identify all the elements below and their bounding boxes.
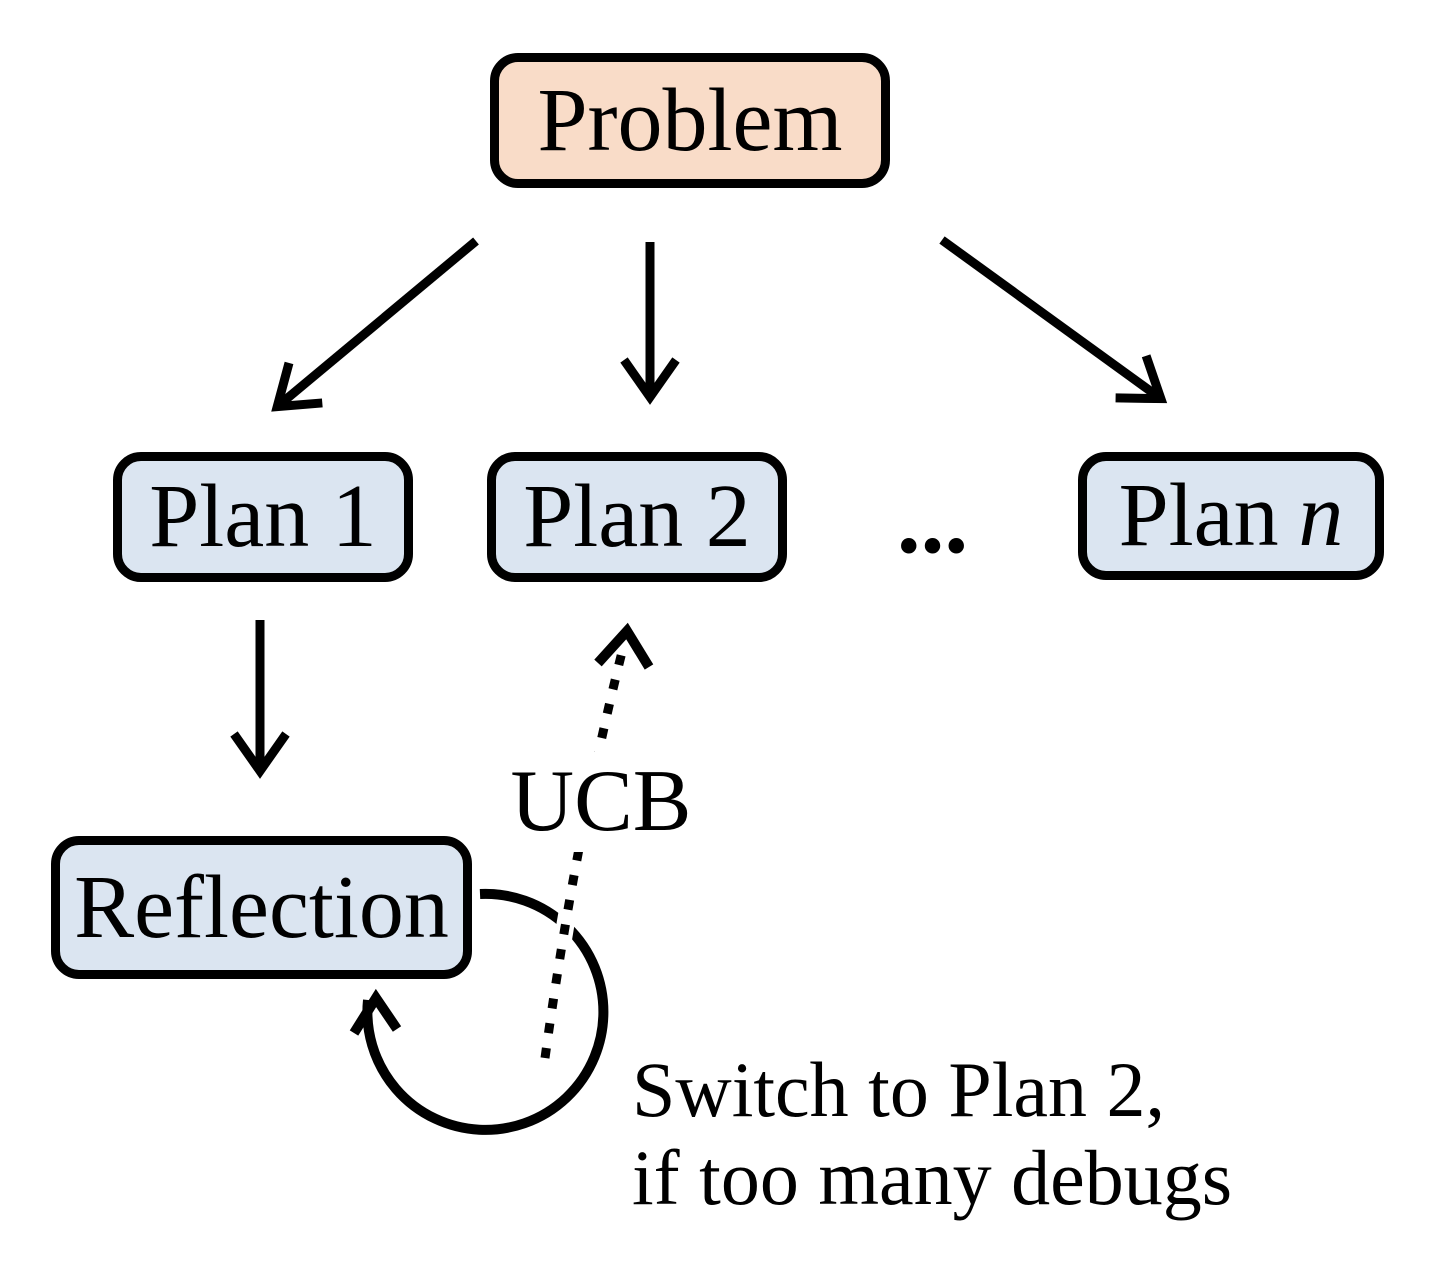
node-plan1-label: Plan 1 <box>149 467 377 566</box>
plans-ellipsis: ... <box>875 455 990 575</box>
node-plan-n-label-variable: n <box>1298 466 1344 565</box>
plans-ellipsis-text: ... <box>896 467 969 573</box>
switch-caption: Switch to Plan 2, if too many debugs <box>632 1046 1232 1222</box>
reflection-self-loop-arrowhead-icon <box>349 988 402 1036</box>
arrow-problem-to-plan1 <box>271 237 479 412</box>
node-plan2-label: Plan 2 <box>523 467 751 566</box>
node-plan-n: Plan n <box>1078 452 1384 580</box>
node-reflection: Reflection <box>51 836 472 979</box>
ucb-edge-label-text: UCB <box>510 753 692 850</box>
switch-caption-line1: Switch to Plan 2, <box>632 1046 1166 1133</box>
node-plan2: Plan 2 <box>487 452 787 582</box>
node-problem: Problem <box>490 53 890 188</box>
arrow-problem-to-plann <box>939 236 1168 404</box>
node-reflection-label: Reflection <box>74 857 449 957</box>
ucb-arrowhead-icon <box>594 622 654 670</box>
node-plan1: Plan 1 <box>113 452 413 582</box>
ucb-edge-label: UCB <box>500 752 702 852</box>
switch-caption-line2: if too many debugs <box>632 1134 1233 1221</box>
ucb-dotted-arrow <box>540 650 627 1059</box>
node-plan-n-label-prefix: Plan <box>1118 466 1279 565</box>
node-problem-label: Problem <box>537 70 843 170</box>
